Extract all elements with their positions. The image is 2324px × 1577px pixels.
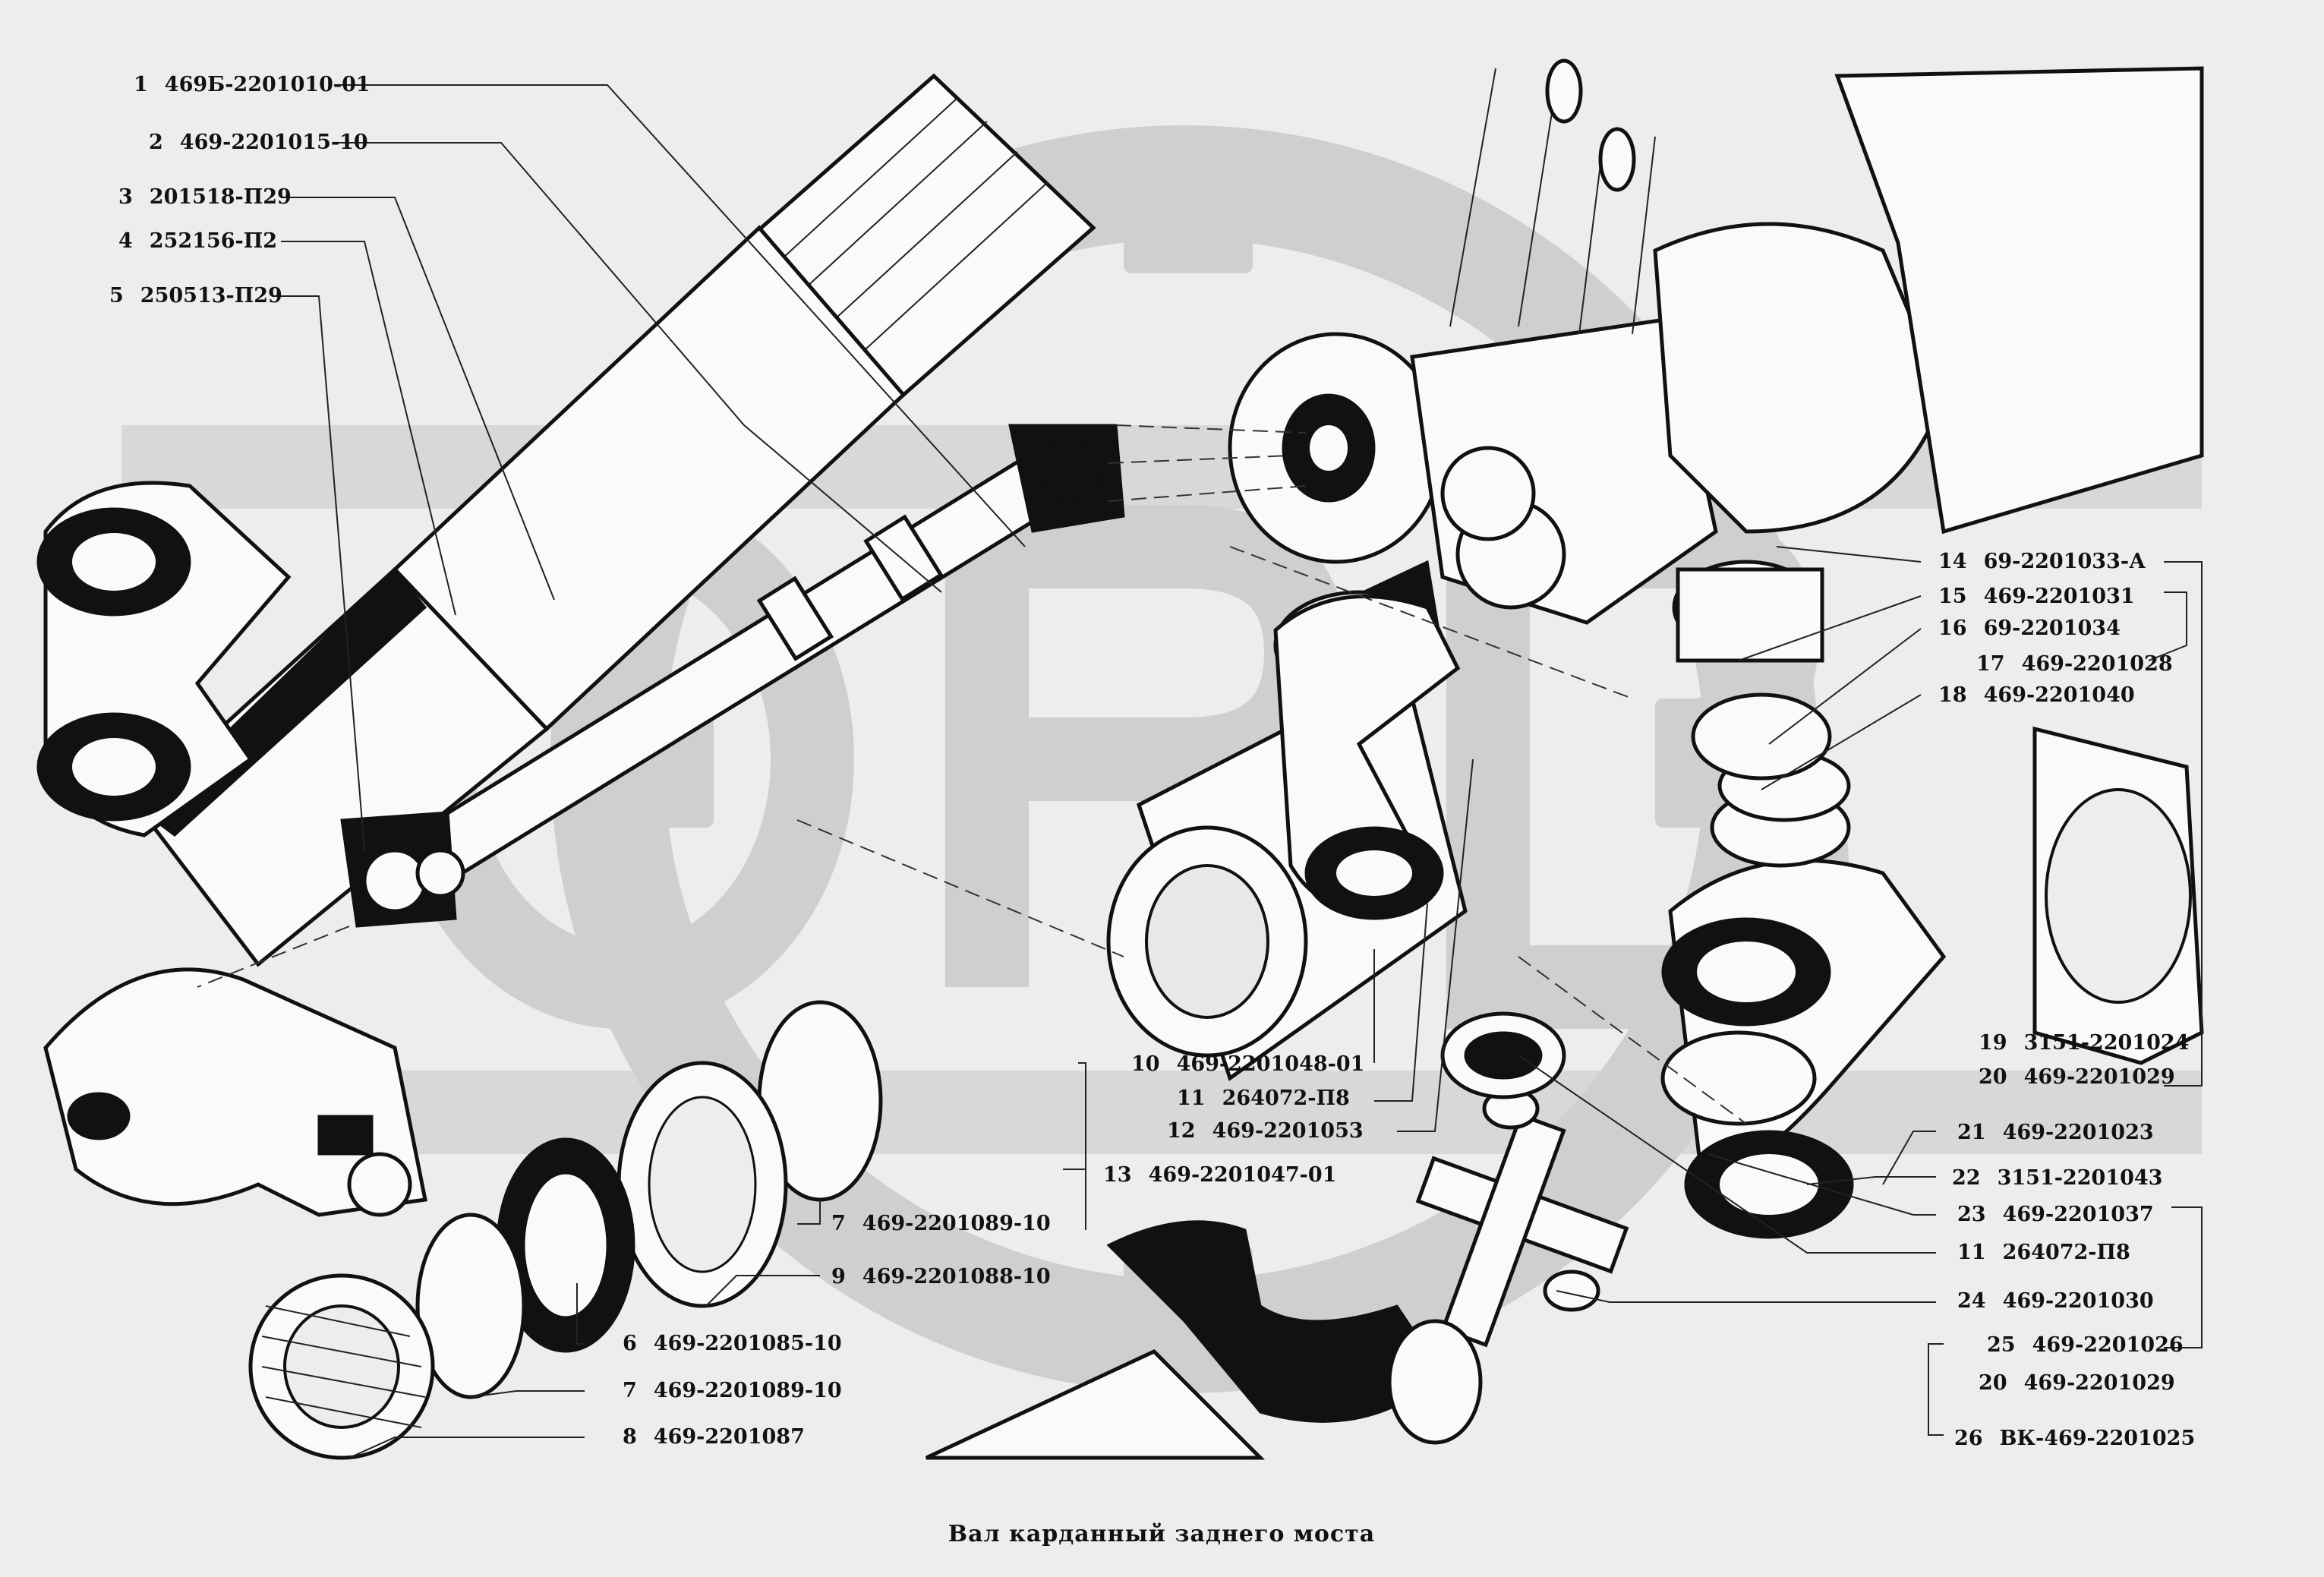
- axle-housing: [43, 967, 427, 1217]
- diagram-caption: Вал карданный заднего моста: [948, 1521, 1375, 1547]
- transfer-case: [1228, 58, 2204, 625]
- cardan-shaft-assembly: [340, 424, 1125, 928]
- spline-shaft-large: [36, 73, 1096, 967]
- alignment-dashes: [197, 424, 1747, 1124]
- sliding-yoke: [1106, 560, 1468, 1081]
- universal-joint-cross: [925, 560, 2204, 1460]
- leader-lines: [273, 84, 2203, 1459]
